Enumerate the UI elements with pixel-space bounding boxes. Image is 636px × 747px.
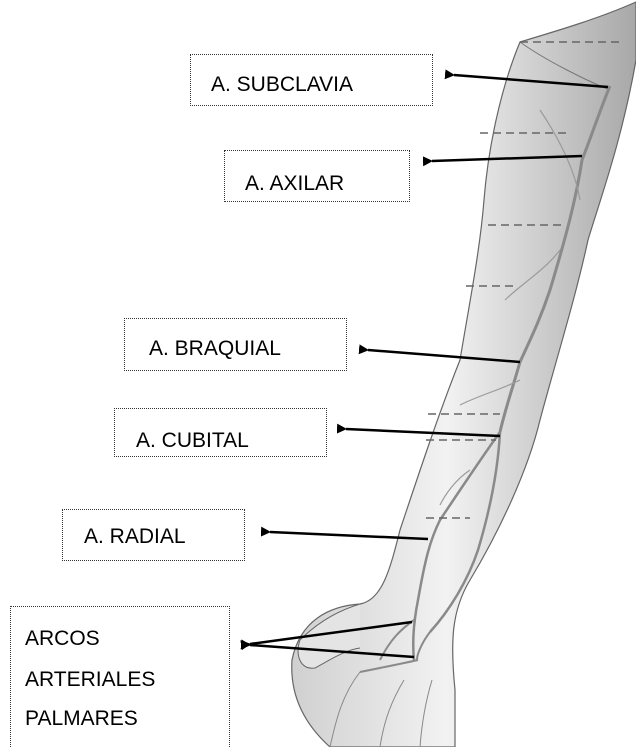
label-axilar: A. AXILAR [245, 173, 344, 194]
label-box-axilar: A. AXILAR [224, 150, 410, 202]
label-arcos-line-2: ARTERIALES [25, 669, 155, 690]
label-arcos-line-1: ARCOS [25, 628, 100, 649]
label-arcos-line-3: PALMARES [25, 708, 138, 729]
label-box-braquial: A. BRAQUIAL [124, 318, 347, 371]
label-box-arcos: ARCOS ARTERIALES PALMARES [10, 606, 230, 747]
label-cubital: A. CUBITAL [136, 430, 249, 451]
label-radial: A. RADIAL [84, 526, 186, 547]
label-box-cubital: A. CUBITAL [114, 408, 327, 457]
label-box-subclavia: A. SUBCLAVIA [190, 54, 433, 106]
label-box-radial: A. RADIAL [62, 509, 245, 561]
label-subclavia: A. SUBCLAVIA [211, 74, 353, 95]
label-braquial: A. BRAQUIAL [149, 338, 281, 359]
